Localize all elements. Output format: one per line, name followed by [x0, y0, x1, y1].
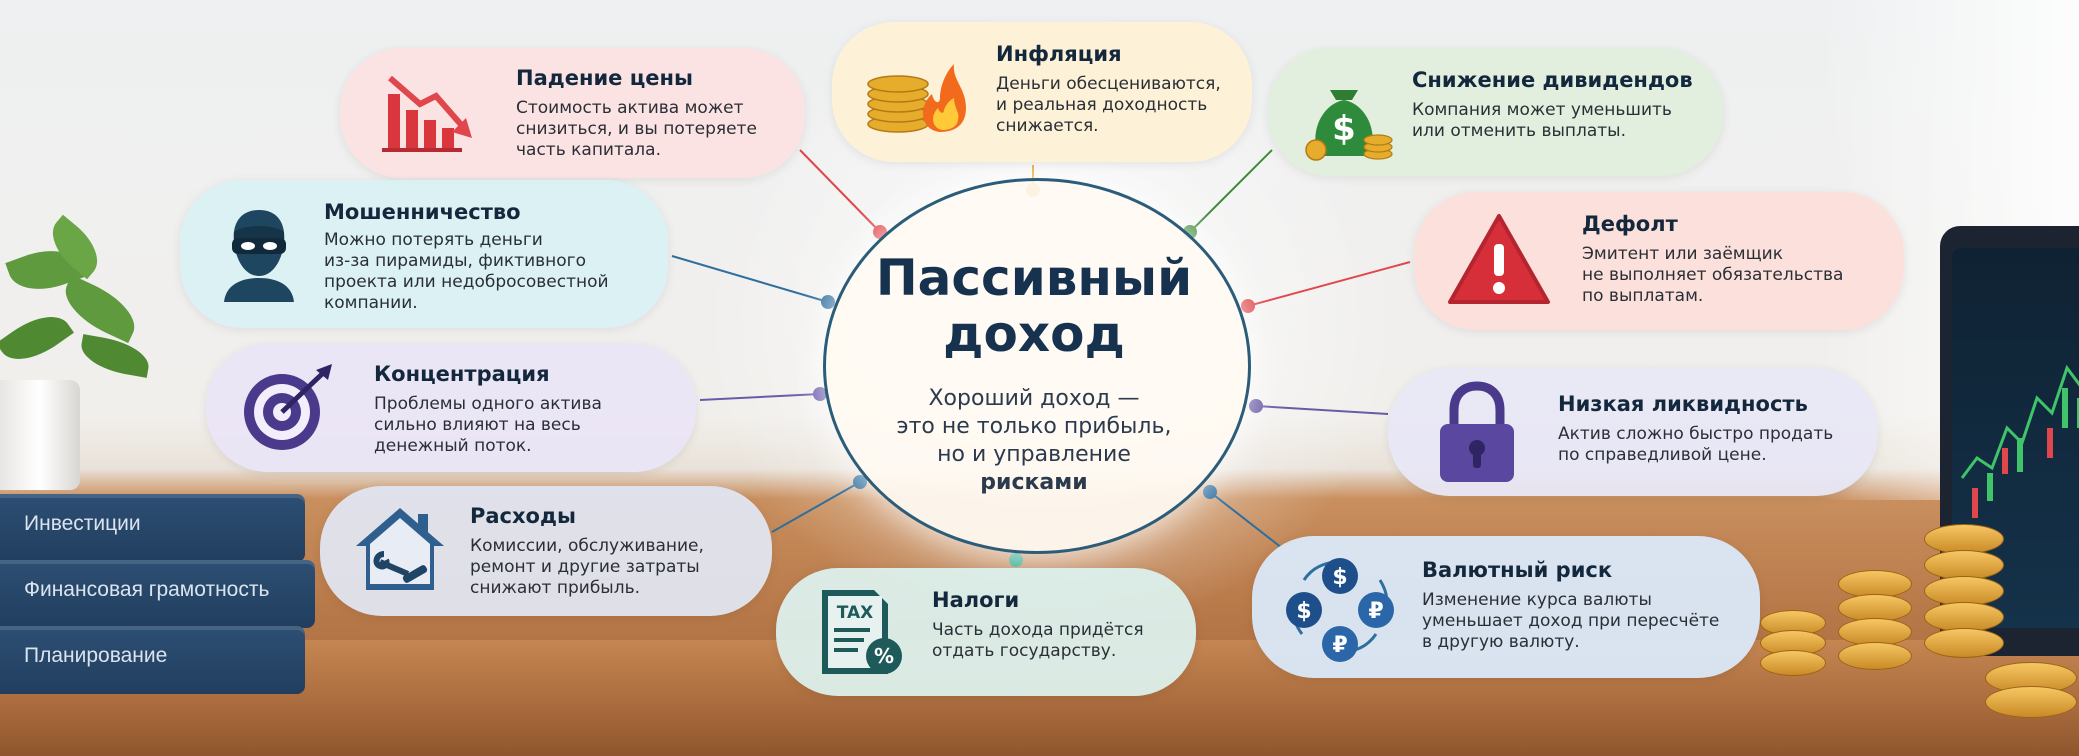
svg-text:₽: ₽ [1368, 599, 1383, 624]
tax-document-icon: TAX % [822, 590, 902, 674]
center-sub-line4: рисками [980, 470, 1088, 495]
book-investments: Инвестиции [0, 494, 305, 562]
book-title: Финансовая грамотность [24, 578, 270, 601]
book-planning: Планирование [0, 626, 305, 694]
svg-text:$: $ [1332, 565, 1347, 590]
svg-text:₽: ₽ [1332, 633, 1347, 658]
stock-chart-graphic [1960, 364, 2079, 518]
risk-card-dividends: $ Снижение дивидендов Компания может уме… [1268, 48, 1723, 176]
svg-text:%: % [874, 644, 894, 668]
tax-icon-label: TAX [837, 603, 874, 623]
center-title-line1: Пассивный [875, 249, 1193, 307]
risk-description: Комиссии, обслуживание,ремонт и другие з… [470, 536, 704, 598]
money-bag-icon: $ [1305, 90, 1393, 161]
masked-person-icon [224, 210, 294, 302]
burning-coins-icon [867, 64, 966, 133]
risk-title: Инфляция [996, 42, 1122, 66]
svg-text:$: $ [1296, 599, 1311, 624]
risk-card-inflation: Инфляция Деньги обесцениваются,и реальна… [832, 22, 1252, 162]
warning-triangle-icon [1448, 214, 1550, 304]
svg-text:$: $ [1332, 109, 1356, 149]
risk-title: Низкая ликвидность [1558, 392, 1808, 416]
center-sub-line3: но и управление [937, 442, 1131, 467]
risk-card-expenses: Расходы Комиссии, обслуживание,ремонт и … [320, 486, 772, 616]
risk-title: Мошенничество [324, 200, 521, 224]
center-title: Пассивный доход [823, 250, 1245, 362]
plant-pot [0, 380, 80, 490]
risk-title: Расходы [470, 504, 576, 528]
risk-description: Деньги обесцениваются,и реальная доходно… [996, 74, 1221, 136]
center-sub-line2: это не только прибыль, [896, 414, 1172, 439]
book-financial-literacy: Финансовая грамотность [0, 560, 315, 628]
risk-title: Налоги [932, 588, 1020, 612]
risk-title: Дефолт [1582, 212, 1678, 236]
center-subtitle: Хороший доход — это не только прибыль, н… [853, 385, 1215, 497]
book-title: Планирование [24, 644, 168, 667]
risk-title: Валютный риск [1422, 558, 1613, 582]
house-tools-icon [356, 508, 444, 590]
target-arrow-icon [244, 364, 332, 450]
risk-title: Снижение дивидендов [1412, 68, 1693, 92]
center-title-line2: доход [943, 305, 1125, 363]
risk-title: Падение цены [516, 66, 694, 90]
risk-card-liquidity: Низкая ликвидность Актив сложно быстро п… [1388, 368, 1878, 496]
falling-bar-chart-icon [382, 75, 472, 152]
book-title: Инвестиции [24, 512, 141, 535]
center-sub-line1: Хороший доход — [928, 386, 1140, 411]
risk-card-currency: $ $ ₽ ₽ Валютный риск Изменение курса ва… [1252, 536, 1760, 678]
currency-exchange-icon: $ $ ₽ ₽ [1286, 558, 1394, 662]
padlock-icon [1440, 381, 1514, 482]
risk-title: Концентрация [374, 362, 550, 386]
center-circle [823, 178, 1251, 554]
